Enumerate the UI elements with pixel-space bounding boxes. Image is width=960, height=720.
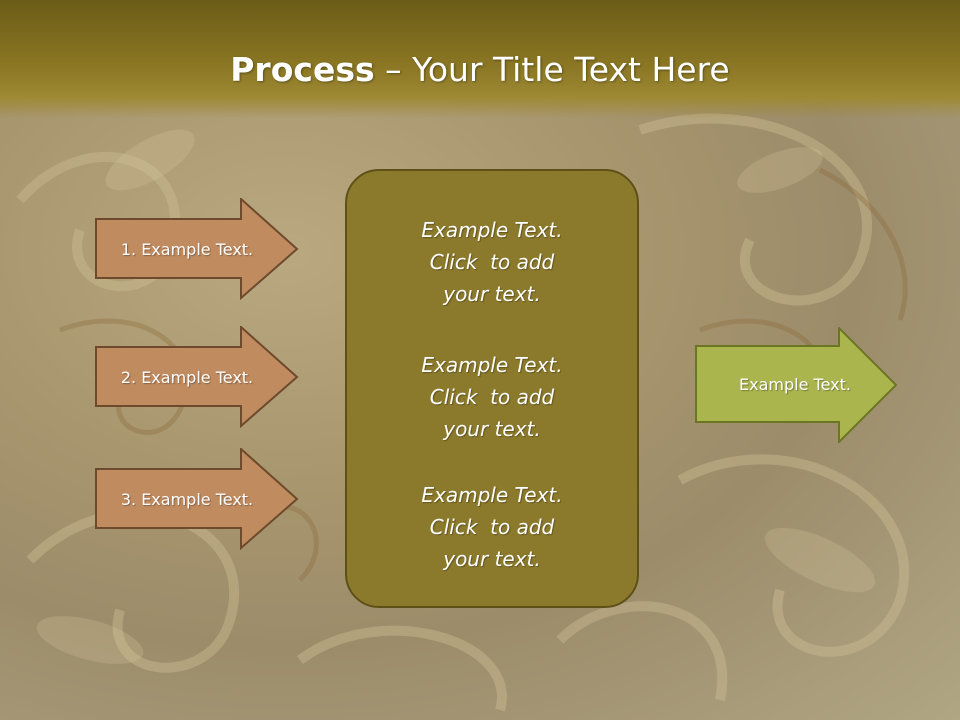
left-arrow-3-label: 3. Example Text. xyxy=(120,489,254,509)
left-arrow-2[interactable]: 2. Example Text. xyxy=(95,326,299,428)
center-process-box[interactable]: Example Text. Click to add your text. Ex… xyxy=(345,169,639,608)
left-arrow-1-label: 1. Example Text. xyxy=(120,239,254,259)
center-text-block-1[interactable]: Example Text. Click to add your text. xyxy=(421,218,563,306)
arrow-right-shape xyxy=(95,326,299,428)
left-arrow-2-label: 2. Example Text. xyxy=(120,367,254,387)
arrow-right-shape xyxy=(95,448,299,550)
right-arrow[interactable]: Example Text. xyxy=(695,327,898,443)
center-text-block-2[interactable]: Example Text. Click to add your text. xyxy=(421,353,563,441)
left-arrow-3[interactable]: 3. Example Text. xyxy=(95,448,299,550)
title-bold-part: Process xyxy=(230,50,375,89)
title-bar xyxy=(0,0,960,118)
arrow-right-shape xyxy=(695,327,898,443)
slide-title[interactable]: Process – Your Title Text Here xyxy=(0,50,960,89)
title-rest-part: – Your Title Text Here xyxy=(374,50,730,89)
left-arrow-1[interactable]: 1. Example Text. xyxy=(95,198,299,300)
center-text-block-3[interactable]: Example Text. Click to add your text. xyxy=(421,483,563,571)
arrow-right-shape xyxy=(95,198,299,300)
right-arrow-label: Example Text. xyxy=(739,374,851,394)
